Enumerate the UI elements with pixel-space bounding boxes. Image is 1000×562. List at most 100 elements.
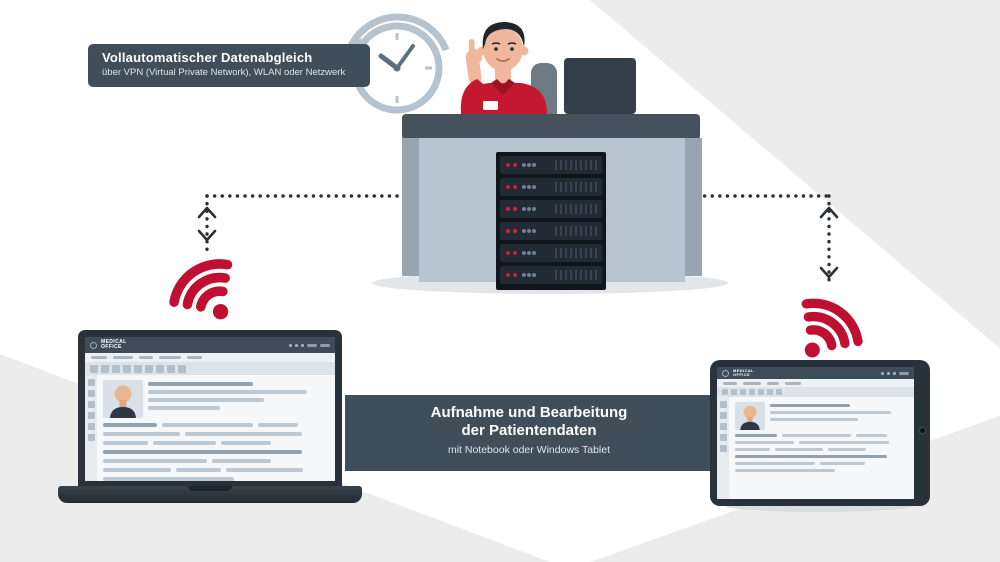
menu-item bbox=[113, 356, 133, 359]
patient-photo bbox=[735, 402, 765, 430]
ui-bar bbox=[735, 434, 777, 437]
ui-bar bbox=[735, 448, 770, 451]
wifi-icon bbox=[801, 298, 863, 358]
desktop-monitor bbox=[564, 58, 636, 126]
server-unit bbox=[500, 156, 602, 174]
app-body bbox=[85, 375, 335, 481]
ui-bar bbox=[103, 450, 302, 454]
sidebar-button bbox=[719, 445, 727, 452]
ui-bar bbox=[819, 462, 865, 465]
receptionist-illustration bbox=[460, 22, 557, 129]
sidebar-button bbox=[719, 434, 727, 441]
app-toolbar bbox=[85, 362, 335, 375]
center-banner: Aufnahme und Bearbeitung der Patientenda… bbox=[345, 395, 713, 471]
toolbar-button bbox=[767, 389, 773, 395]
ui-bar bbox=[735, 469, 836, 472]
titlebar-dot bbox=[301, 343, 304, 347]
patient-info-lines bbox=[148, 380, 329, 418]
server-unit bbox=[500, 266, 602, 284]
app-toolbar bbox=[717, 387, 914, 397]
ui-bar bbox=[221, 441, 272, 445]
app-body bbox=[717, 397, 914, 499]
tablet-camera bbox=[920, 428, 925, 433]
app-sidebar bbox=[717, 397, 729, 499]
toolbar-button bbox=[156, 364, 164, 373]
toolbar-button bbox=[112, 364, 120, 373]
server-unit bbox=[500, 200, 602, 218]
wifi-icon-right bbox=[766, 265, 893, 390]
ui-bar bbox=[103, 459, 207, 463]
patient-avatar bbox=[735, 402, 765, 430]
menu-item bbox=[159, 356, 181, 359]
arrow-up-icon-left bbox=[197, 206, 217, 219]
titlebar-mark bbox=[307, 343, 317, 347]
server-status-lights bbox=[506, 273, 510, 277]
arrow-up-icon-right bbox=[819, 206, 839, 219]
menu-item bbox=[91, 356, 107, 359]
menu-item bbox=[723, 381, 737, 385]
app-sidebar bbox=[85, 375, 97, 481]
toolbar-button bbox=[123, 364, 131, 373]
server-rack bbox=[496, 152, 606, 290]
ui-bar bbox=[103, 468, 171, 472]
titlebar-dot bbox=[289, 343, 292, 347]
center-banner-title-line2: der Patientendaten bbox=[461, 422, 597, 439]
ui-bar bbox=[735, 455, 888, 458]
app-menubar bbox=[717, 379, 914, 387]
top-banner-title: Vollautomatischer Datenabgleich bbox=[102, 50, 313, 65]
toolbar-button bbox=[178, 364, 186, 373]
server-status-lights bbox=[506, 163, 510, 167]
center-banner-title-line1: Aufnahme und Bearbeitung bbox=[430, 404, 628, 421]
patient-record-area bbox=[729, 397, 914, 499]
titlebar-controls bbox=[289, 343, 330, 347]
ui-bar bbox=[148, 382, 253, 386]
toolbar-button bbox=[134, 364, 142, 373]
record-row bbox=[103, 423, 329, 427]
record-row bbox=[103, 441, 329, 445]
server-unit bbox=[500, 178, 602, 196]
patient-header bbox=[735, 402, 908, 430]
sidebar-button bbox=[87, 412, 95, 419]
server-vent-grill bbox=[555, 182, 597, 192]
ui-bar bbox=[770, 404, 851, 407]
ui-bar bbox=[103, 423, 158, 427]
ui-bar bbox=[103, 432, 180, 436]
record-row bbox=[103, 450, 329, 454]
sidebar-button bbox=[87, 379, 95, 386]
record-row bbox=[735, 462, 908, 465]
brand-line1: MEDICAL bbox=[733, 367, 755, 373]
ui-bar bbox=[735, 441, 794, 444]
ui-bar bbox=[148, 406, 221, 410]
server-unit bbox=[500, 222, 602, 240]
record-row bbox=[103, 477, 329, 481]
record-row bbox=[735, 469, 908, 472]
ui-bar bbox=[855, 434, 887, 437]
patient-header bbox=[103, 380, 329, 418]
titlebar-dot bbox=[881, 371, 884, 375]
ui-bar bbox=[184, 432, 303, 436]
desk-side-left bbox=[402, 138, 420, 276]
menu-item bbox=[187, 356, 202, 359]
patient-photo bbox=[103, 380, 143, 418]
brand-line2: OFFICE bbox=[101, 344, 122, 350]
record-row bbox=[103, 459, 329, 463]
ui-bar bbox=[103, 477, 235, 481]
sidebar-button bbox=[719, 423, 727, 430]
ui-bar bbox=[781, 434, 851, 437]
server-vent-grill bbox=[555, 226, 597, 236]
server-status-lights bbox=[506, 185, 510, 189]
record-row bbox=[103, 432, 329, 436]
gear-logo-icon bbox=[722, 369, 729, 377]
sidebar-button bbox=[87, 401, 95, 408]
ui-bar bbox=[103, 441, 149, 445]
toolbar-button bbox=[167, 364, 175, 373]
server-status-lights bbox=[506, 229, 510, 233]
ui-bar bbox=[257, 423, 299, 427]
